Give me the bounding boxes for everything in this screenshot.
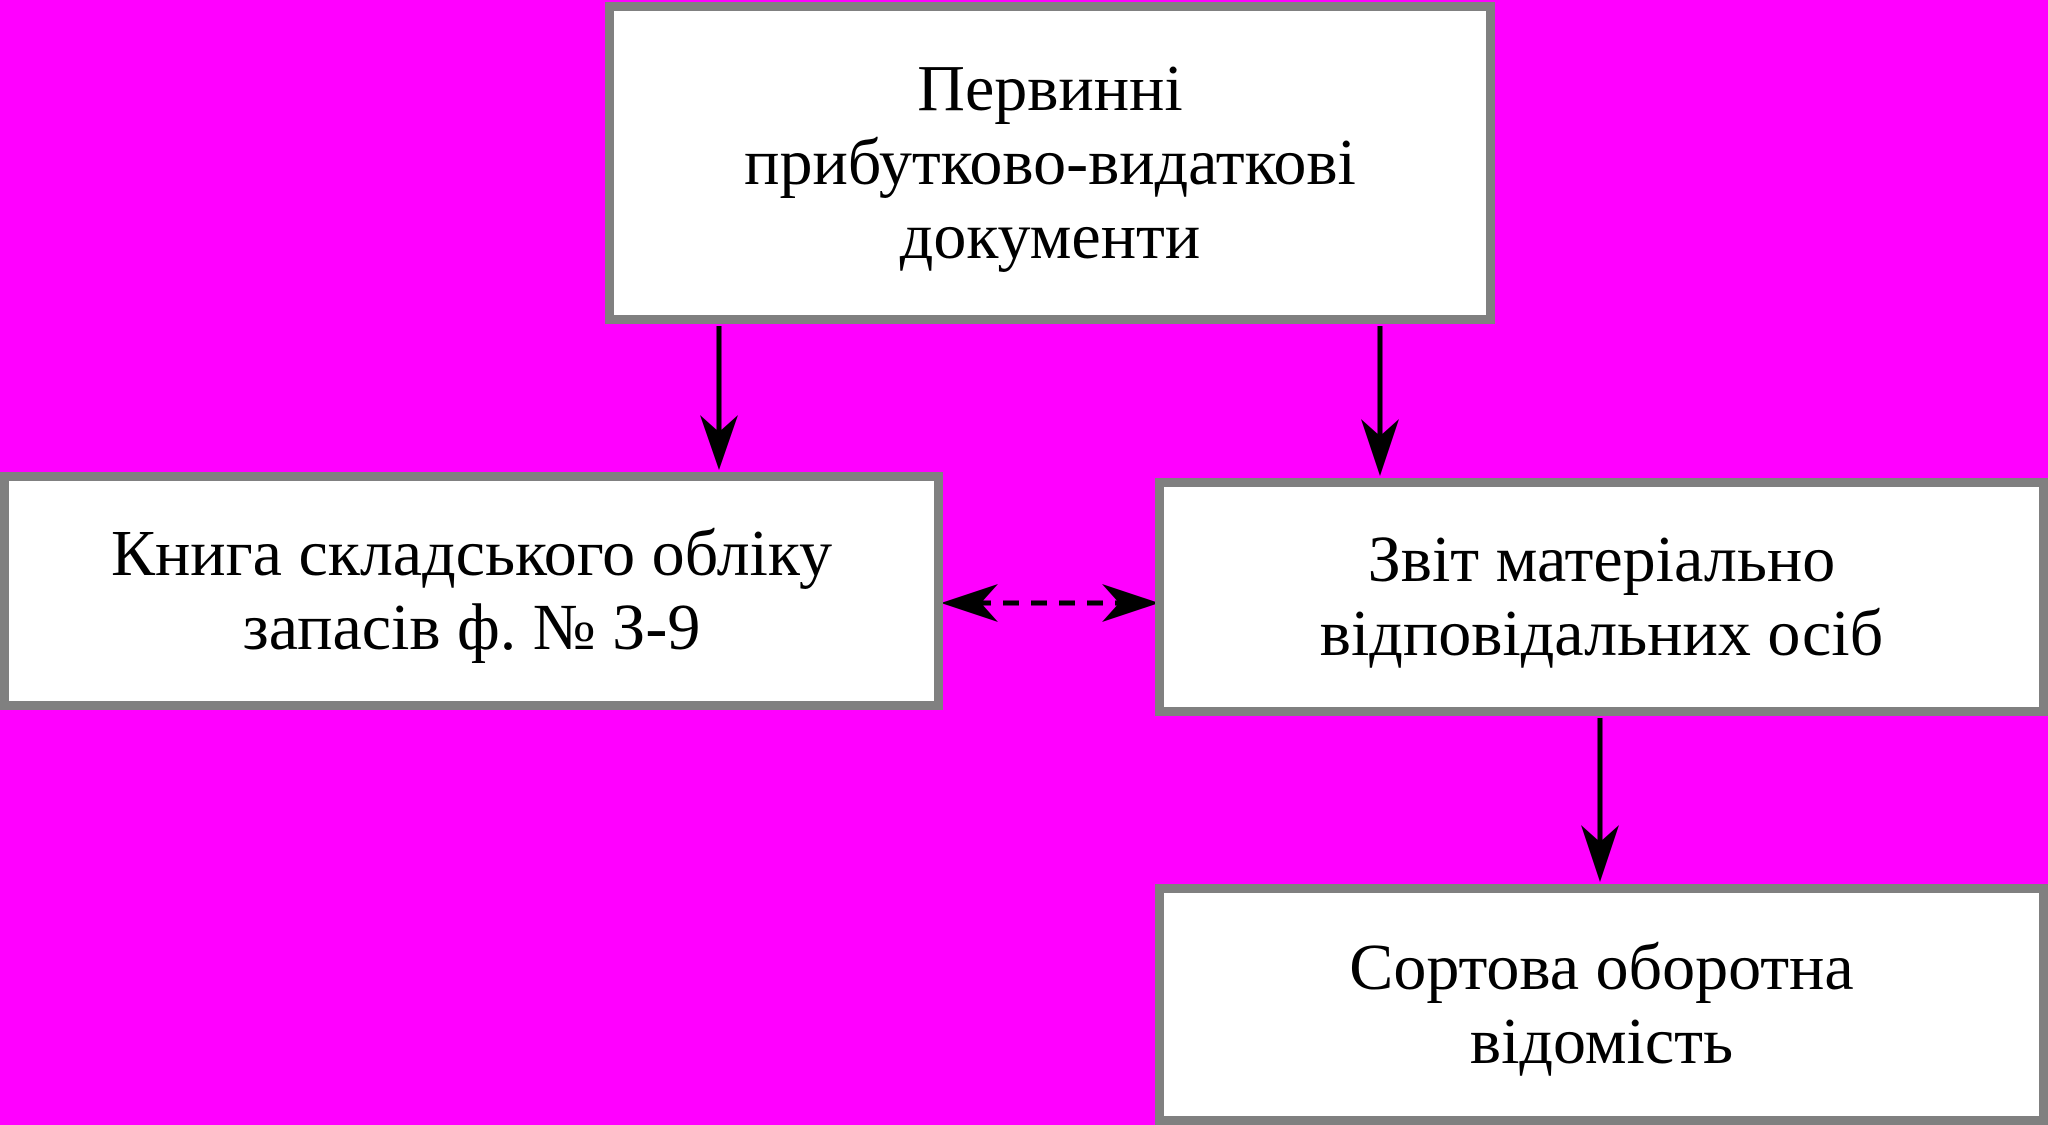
arrowhead-down	[700, 415, 738, 470]
edge-report-to-statement	[1581, 718, 1619, 882]
arrowhead-down	[1581, 825, 1619, 882]
node-label: Первинні прибутково-видаткові документи	[744, 52, 1356, 273]
node-responsible-persons-report: Звіт матеріально відповідальних осіб	[1155, 478, 2048, 716]
node-label: Звіт матеріально відповідальних осіб	[1319, 523, 1884, 670]
node-turnover-statement: Сортова оборотна відомість	[1155, 884, 2048, 1125]
arrowhead-left	[941, 584, 998, 622]
edge-book-report-bidirectional	[941, 584, 1159, 622]
edge-primary-to-book	[700, 326, 738, 470]
arrowhead-right	[1102, 584, 1159, 622]
node-primary-documents: Первинні прибутково-видаткові документи	[605, 2, 1495, 324]
node-label: Книга складського обліку запасів ф. № З-…	[110, 517, 833, 664]
edge-primary-to-report	[1361, 326, 1399, 476]
node-label: Сортова оборотна відомість	[1349, 930, 1854, 1078]
node-warehouse-book: Книга складського обліку запасів ф. № З-…	[0, 472, 943, 710]
arrowhead-down	[1361, 419, 1399, 476]
